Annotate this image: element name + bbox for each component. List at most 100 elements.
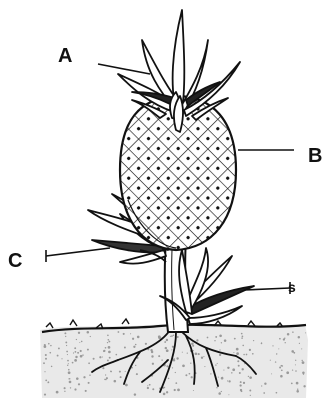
soil-speck (68, 369, 70, 371)
soil-speck (67, 365, 68, 366)
soil-speck (106, 377, 108, 379)
soil-speck (233, 352, 234, 353)
soil-speck (135, 365, 136, 366)
soil-speck (303, 385, 305, 387)
soil-speck (242, 345, 244, 347)
soil-speck (219, 335, 222, 338)
soil-speck (135, 344, 137, 346)
soil-speck (76, 377, 79, 380)
soil-speck (228, 380, 230, 382)
soil-speck (44, 345, 47, 348)
soil-speck (218, 392, 221, 395)
soil-speck (75, 351, 77, 353)
soil-speck (70, 387, 71, 388)
soil-speck (132, 338, 134, 340)
soil-speck (221, 342, 222, 343)
soil-speck (282, 365, 283, 366)
soil-speck (261, 343, 263, 345)
soil-speck (236, 348, 239, 351)
soil-speck (292, 331, 294, 333)
soil-speck (75, 356, 77, 358)
soil-speck (215, 336, 217, 338)
soil-speck (203, 356, 204, 357)
soil-speck (81, 341, 83, 343)
soil-speck (249, 349, 251, 351)
soil-speck (102, 367, 104, 369)
soil-speck (170, 336, 171, 337)
soil-speck (242, 335, 244, 337)
soil-speck (164, 387, 165, 388)
soil-speck (111, 371, 112, 372)
soil-speck (237, 360, 239, 362)
soil-speck (147, 387, 149, 389)
soil-speck (276, 392, 278, 394)
soil-speck (44, 394, 46, 396)
soil-speck (271, 373, 272, 374)
soil-speck (239, 372, 241, 374)
soil-speck (182, 352, 183, 353)
soil-speck (168, 378, 170, 380)
soil-speck (130, 333, 131, 334)
soil-speck (67, 354, 68, 355)
soil-speck (264, 382, 266, 384)
soil-speck (174, 389, 176, 391)
soil-speck (287, 333, 290, 336)
soil-speck (302, 361, 305, 364)
soil-speck (69, 381, 72, 384)
soil-speck (248, 376, 249, 377)
soil-speck (58, 347, 60, 349)
soil-speck (192, 345, 194, 347)
soil-speck (85, 390, 87, 392)
soil-speck (117, 331, 119, 333)
soil-speck (272, 345, 273, 346)
soil-speck (78, 332, 80, 334)
soil-speck (152, 363, 154, 365)
soil-speck (108, 339, 110, 341)
soil-speck (236, 352, 239, 355)
soil-speck (166, 349, 169, 352)
soil-speck (191, 376, 193, 378)
soil-speck (295, 370, 297, 372)
soil-speck (61, 358, 62, 359)
soil-speck (49, 352, 51, 354)
soil-speck (124, 347, 126, 349)
leader-line-a (98, 64, 150, 74)
soil-speck (88, 382, 90, 384)
soil-speck (196, 339, 198, 341)
soil-speck (295, 360, 296, 361)
soil-speck (263, 392, 265, 394)
soil-speck (104, 379, 106, 381)
soil-speck (51, 366, 53, 368)
soil-speck (240, 381, 242, 383)
soil-speck (253, 340, 254, 341)
soil-speck (175, 372, 176, 373)
soil-speck (74, 347, 76, 349)
soil-speck (65, 341, 67, 343)
soil-speck (224, 339, 227, 342)
soil-speck (221, 377, 224, 380)
soil-speck (252, 353, 254, 355)
soil-speck (68, 371, 71, 374)
soil-speck (47, 382, 48, 383)
soil-speck (241, 337, 243, 339)
soil-speck (136, 373, 138, 375)
soil-speck (108, 341, 110, 343)
soil-speck (185, 374, 187, 376)
soil-speck (68, 363, 69, 364)
soil-speck (297, 388, 298, 389)
soil-speck (238, 365, 240, 367)
soil-speck (227, 367, 229, 369)
soil-speck (240, 389, 242, 391)
soil-speck (107, 342, 108, 343)
soil-speck (246, 354, 248, 356)
soil-speck (164, 341, 166, 343)
soil-speck (66, 345, 67, 346)
soil-speck (137, 336, 140, 339)
soil-speck (280, 375, 283, 378)
soil-speck (215, 364, 216, 365)
soil-speck (281, 369, 283, 371)
soil-speck (79, 342, 80, 343)
soil-speck (279, 338, 281, 340)
soil-speck (175, 382, 177, 384)
